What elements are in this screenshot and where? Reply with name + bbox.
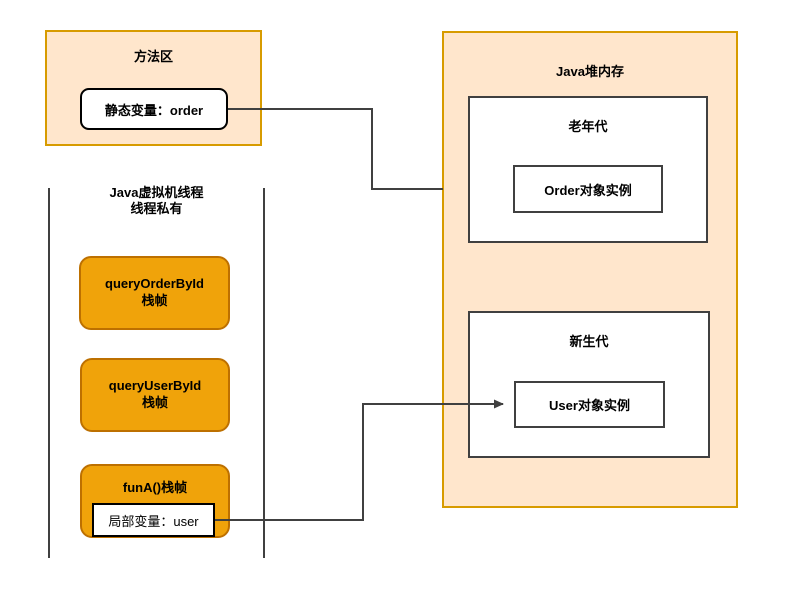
stack-frame-label-line1: funA()栈帧 bbox=[122, 480, 188, 495]
old-generation-title: 老年代 bbox=[568, 119, 608, 134]
stack-frame-queryOrderById: queryOrderById 栈帧 bbox=[79, 256, 230, 330]
stack-frame-label-line2: 栈帧 bbox=[141, 293, 168, 308]
thread-stack-title-line1: Java虚拟机线程 bbox=[109, 185, 204, 200]
method-area-title: 方法区 bbox=[133, 49, 173, 64]
stack-frame-label-line1: queryUserById bbox=[108, 378, 202, 394]
order-instance-box: Order对象实例 bbox=[513, 165, 663, 213]
static-variable-box: 静态变量：order bbox=[80, 88, 228, 130]
stack-frame-label-line2: 栈帧 bbox=[141, 395, 168, 410]
stack-frame-label-line1: queryOrderById bbox=[105, 276, 204, 292]
new-generation-title: 新生代 bbox=[569, 334, 609, 349]
thread-stack-title-line2: 线程私有 bbox=[130, 201, 183, 217]
heap-title: Java堆内存 bbox=[556, 64, 624, 79]
thread-stack-title: Java虚拟机线程 线程私有 bbox=[48, 185, 265, 218]
stack-frame-queryUserById: queryUserById 栈帧 bbox=[80, 358, 230, 432]
user-instance-box: User对象实例 bbox=[514, 381, 665, 428]
thread-stack-rail bbox=[48, 188, 265, 558]
local-variable-box: 局部变量：user bbox=[92, 503, 215, 537]
